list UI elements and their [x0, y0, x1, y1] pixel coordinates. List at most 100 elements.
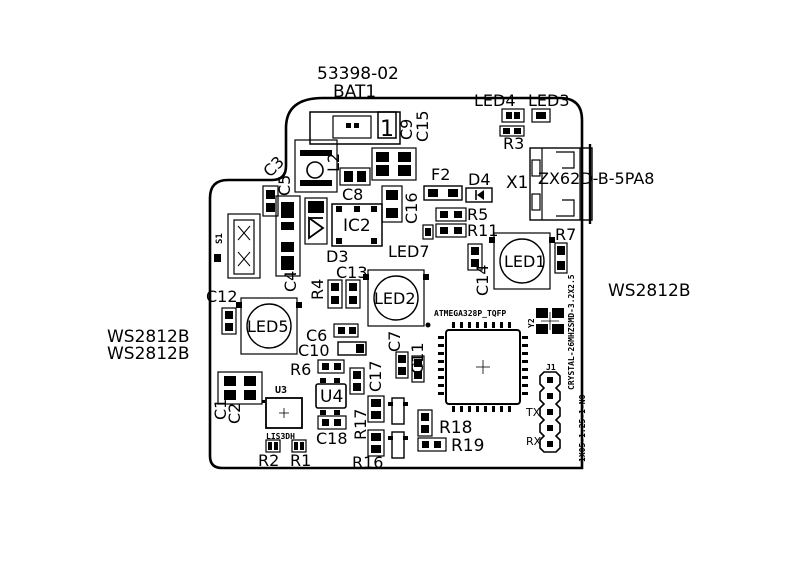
crystal-label: CRYSTAL-26MHZSMD-3.2X2.5	[567, 274, 576, 390]
battery-ref-label: BAT1	[333, 82, 376, 102]
ref-j1: J1	[546, 363, 556, 372]
led-right-part-label: WS2812B	[608, 281, 691, 301]
ref-r17: R17	[351, 409, 370, 440]
ref-d3: D3	[326, 247, 349, 266]
ref-r3: R3	[503, 134, 524, 153]
led5-ws2812b	[236, 297, 302, 355]
ref-ic2: IC2	[343, 216, 371, 236]
led3-footprint	[531, 108, 551, 123]
ref-c9: C9	[397, 119, 416, 140]
crystal-y2	[534, 306, 566, 336]
ref-c12: C12	[206, 287, 238, 306]
led7-footprint	[422, 224, 434, 240]
board-outline	[208, 96, 584, 470]
ref-y2: Y2	[527, 318, 536, 328]
capacitor-stack-left	[275, 195, 301, 277]
ref-u3: U3	[275, 385, 287, 396]
accelerometer-u3	[262, 397, 303, 429]
capacitor-c7	[395, 351, 409, 379]
ref-c2: C2	[225, 403, 244, 424]
ref-led5: LED5	[247, 317, 289, 336]
mcu-pins-right	[522, 336, 528, 395]
resistor-r16	[367, 429, 385, 457]
ic2-chip	[331, 203, 383, 247]
r3-footprint	[499, 125, 525, 137]
ref-led2: LED2	[374, 289, 416, 308]
resistor-r5	[435, 207, 467, 222]
resistor-r17	[367, 395, 385, 423]
battery-part-label: 53398-02	[317, 64, 399, 84]
capacitor-c6	[333, 323, 359, 338]
ref-r7: R7	[555, 225, 576, 244]
ref-c8: C8	[342, 185, 363, 204]
ref-r19: R19	[451, 436, 484, 456]
capacitor-c14	[467, 243, 483, 271]
ref-lis3dh: LIS3DH	[266, 432, 295, 441]
mcu-atmega328p	[425, 322, 528, 412]
ref-led7: LED7	[388, 242, 430, 261]
resistor-r18	[417, 409, 433, 437]
resistor-r6	[317, 359, 345, 374]
capacitor-c18	[317, 415, 347, 430]
capacitor-c10	[337, 341, 367, 356]
ref-led1: LED1	[504, 252, 546, 271]
ref-c6: C6	[306, 326, 327, 345]
led2-ws2812b	[363, 269, 429, 327]
capacitor-c12	[221, 307, 237, 335]
chip-u4	[315, 378, 347, 415]
inductor-l2	[294, 139, 338, 193]
ref-r5: R5	[467, 205, 488, 224]
ref-c18: C18	[316, 429, 348, 448]
ref-r16: R16	[352, 453, 383, 472]
resistor-r11	[435, 223, 467, 238]
switch-s1	[214, 213, 261, 279]
ref-c17: C17	[366, 360, 385, 392]
battery-connector	[309, 111, 401, 145]
mcu-pins-bottom	[452, 406, 511, 412]
led4-footprint	[501, 108, 525, 123]
capacitor-c16	[381, 185, 403, 223]
ref-c5: C5	[275, 175, 294, 196]
ref-f2: F2	[431, 165, 450, 184]
diode-d3	[304, 197, 328, 245]
capacitor-c17	[349, 367, 365, 395]
ref-r18: R18	[439, 418, 472, 438]
ref-led4: LED4	[474, 91, 516, 110]
transistor-pair	[388, 397, 408, 459]
led-left-part-label-2: WS2812B	[107, 344, 190, 364]
ref-c1: C1	[211, 399, 230, 420]
ref-x1: X1	[506, 173, 528, 193]
ref-r4: R4	[308, 279, 327, 300]
header-j1	[539, 371, 561, 453]
capacitor-c9-c15	[371, 147, 417, 181]
ref-c13: C13	[336, 263, 368, 282]
ref-c10: C10	[298, 341, 330, 360]
resistor-r7	[554, 242, 568, 274]
header-label: 1X05-1.25-1-NO	[578, 394, 587, 462]
ref-c4: C4	[281, 271, 300, 292]
ref-r6: R6	[290, 360, 311, 379]
capacitor-c5	[262, 185, 279, 217]
ref-u4: U4	[320, 387, 343, 407]
capacitor-c8	[339, 167, 371, 186]
ref-c14: C14	[473, 264, 492, 296]
ref-c16: C16	[402, 192, 421, 224]
ref-r11: R11	[467, 221, 498, 240]
ref-d4: D4	[468, 170, 491, 189]
mcu-label: ATMEGA328P_TQFP	[434, 309, 506, 318]
ref-led3: LED3	[528, 91, 570, 110]
mcu-pins-left	[438, 336, 444, 395]
resistor-r19	[417, 437, 447, 452]
ref-one: 1	[380, 117, 394, 142]
led-left-part-label-1: WS2812B	[107, 327, 190, 347]
resistor-r2	[265, 439, 281, 453]
ref-r1: R1	[290, 451, 311, 470]
ref-s1: S1	[215, 233, 225, 244]
fuse-f2	[423, 185, 463, 201]
ref-l2: L2	[324, 153, 343, 172]
ref-c7: C7	[385, 331, 404, 352]
led1-ws2812b	[489, 232, 555, 290]
diode-d4	[465, 187, 493, 203]
resistor-r4	[327, 279, 343, 309]
